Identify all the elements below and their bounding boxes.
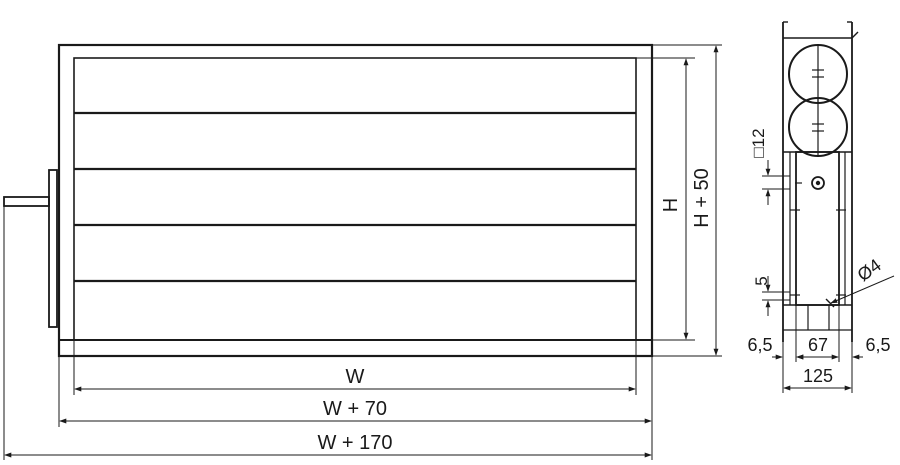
label-w170: W + 170	[317, 432, 392, 454]
label-w70: W + 70	[323, 398, 387, 420]
label-dia4: Ø4	[854, 255, 885, 285]
label-125: 125	[803, 366, 833, 386]
side-flange	[48, 169, 58, 328]
shaft	[3, 196, 50, 207]
label-67: 67	[808, 335, 828, 355]
label-w: W	[346, 366, 365, 388]
inner-frame	[73, 57, 637, 341]
height-dimensions: H H + 50	[636, 44, 722, 357]
outer-frame	[57, 43, 654, 358]
front-view	[3, 43, 654, 358]
label-h: H	[660, 198, 682, 212]
label-sq12: □12	[749, 128, 768, 157]
housing	[795, 151, 840, 306]
label-5: 5	[752, 276, 771, 285]
label-6-5-left: 6,5	[747, 335, 772, 355]
blades	[74, 111, 636, 283]
label-h50: H + 50	[691, 168, 713, 227]
side-dimensions: □12 5 Ø4 6,5 67 6,5 125	[747, 128, 895, 393]
shaft-axis	[811, 176, 825, 190]
label-6-5-right: 6,5	[865, 335, 890, 355]
width-dimensions: W W + 70 W + 170	[3, 206, 653, 460]
side-view	[782, 21, 859, 342]
